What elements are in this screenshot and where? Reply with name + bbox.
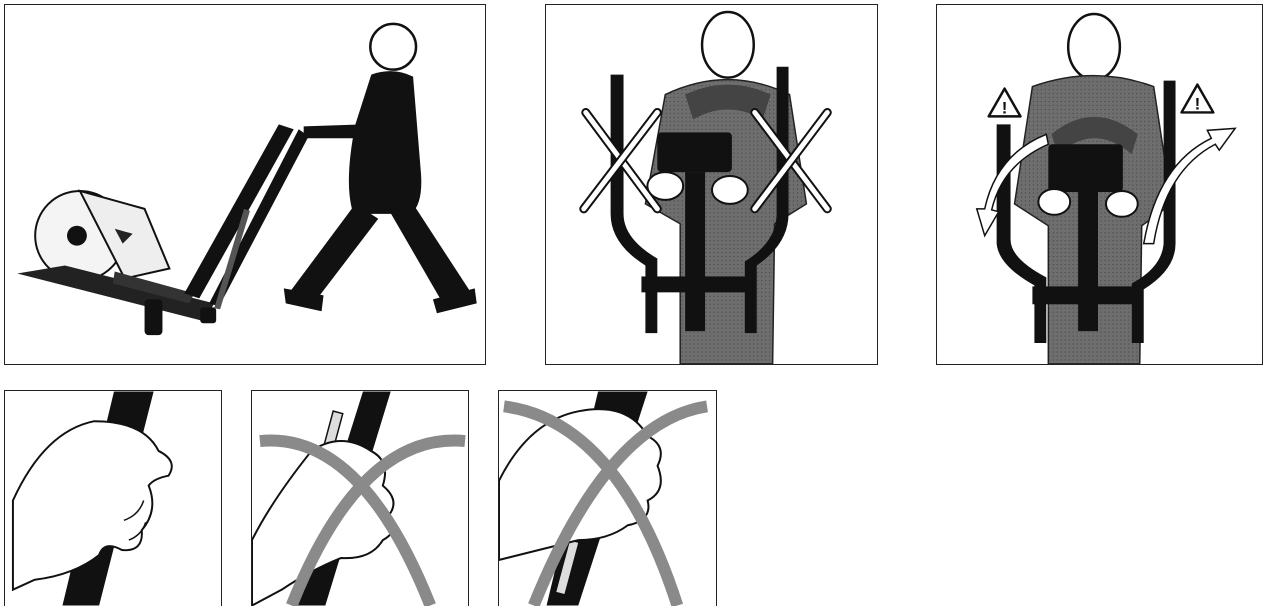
person-rolling-elliptical-illustration — [5, 5, 485, 364]
console — [1048, 144, 1123, 192]
wrong-hand-grip-illustration — [499, 391, 716, 606]
hand-grip-wrong-illustration — [251, 390, 469, 606]
warning-symbol-left: ! — [1002, 98, 1008, 117]
hand-grip-wrong-2-illustration — [498, 390, 717, 606]
correct-hand-grip-illustration — [5, 391, 221, 606]
front-foot — [200, 307, 216, 323]
base-bar — [641, 276, 750, 292]
person-head — [702, 12, 754, 78]
handlebar-moving-arms-warning-illustration: ! ! — [936, 4, 1263, 365]
moving-arms-warning-illustration: ! ! — [937, 5, 1262, 364]
person-arm — [304, 124, 366, 138]
person-torso — [349, 71, 421, 214]
warning-triangle-right-icon: ! — [1181, 85, 1213, 114]
person-head — [370, 24, 416, 70]
rear-foot — [145, 299, 163, 335]
left-hand — [1038, 189, 1070, 215]
base-bar — [1032, 286, 1141, 304]
hand — [499, 409, 661, 560]
person-back-leg — [289, 204, 379, 303]
center-post — [685, 172, 705, 331]
handlebar-left — [184, 124, 293, 298]
flywheel-hub — [67, 226, 87, 246]
console — [657, 132, 732, 172]
warning-symbol-right: ! — [1195, 94, 1201, 113]
wrong-hand-grip-illustration — [252, 391, 468, 606]
center-post — [1078, 192, 1098, 331]
warning-triangle-left-icon: ! — [989, 89, 1021, 118]
crossed-out-grip-illustration — [546, 5, 877, 364]
handlebar-wrong-grip-illustration — [545, 4, 878, 365]
transport-illustration — [4, 4, 486, 365]
person-front-leg — [388, 204, 473, 303]
right-hand — [1106, 191, 1138, 217]
person-head — [1068, 14, 1120, 80]
hand-grip-correct-illustration — [4, 390, 222, 606]
right-hand — [712, 176, 748, 204]
